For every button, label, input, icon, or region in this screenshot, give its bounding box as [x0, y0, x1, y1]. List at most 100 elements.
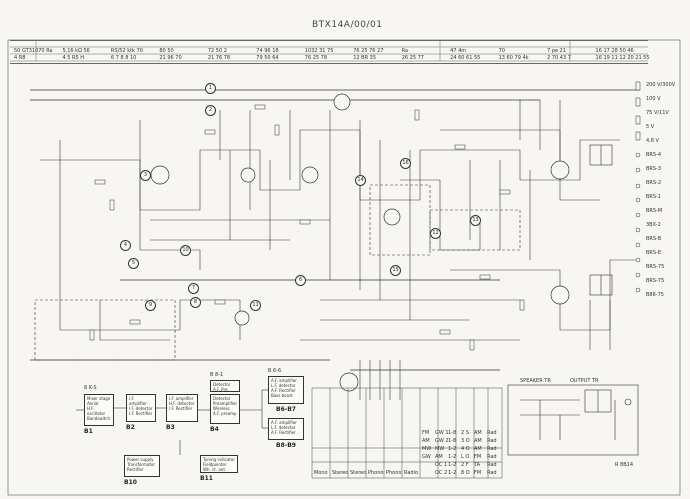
- node-marker: 14: [355, 175, 366, 186]
- node-marker: 5: [128, 258, 139, 269]
- table-cell: 4 O: [461, 446, 470, 452]
- node-marker: 4: [120, 240, 131, 251]
- block-connectors: [76, 389, 268, 455]
- node-marker: 11: [250, 300, 261, 311]
- table-cell: 1-8: [448, 430, 457, 436]
- table-cell: FM: [474, 470, 482, 476]
- table-header: Phono: [368, 470, 384, 476]
- hdr2-cell: 12 BR 35: [353, 55, 377, 61]
- right-label: 4.8 V: [646, 138, 659, 144]
- table-cell: TA: [474, 462, 481, 468]
- table-cell: OC 1: [435, 462, 448, 468]
- block-b4-label: B4: [210, 426, 219, 433]
- right-label: BRS-B: [646, 236, 662, 242]
- block-b2-label: B2: [126, 424, 135, 431]
- hdr1-cell: 74 96 18: [256, 48, 279, 54]
- block-b1-label: B1: [84, 428, 93, 435]
- switch-table-grid: [311, 387, 503, 479]
- block-sub-label-1: 8 K-S: [84, 385, 97, 391]
- block-sub-label-3: B 6-6: [268, 368, 282, 374]
- components: [89, 104, 525, 351]
- right-label: BRS-1: [646, 194, 662, 200]
- hdr1-cell: 50 GT31070 Ra: [14, 48, 53, 54]
- model-title: BTX14A/00/01: [312, 20, 383, 30]
- node-marker: 8: [190, 297, 201, 308]
- node-marker: 2: [205, 105, 216, 116]
- block-b3-label: B3: [166, 424, 175, 431]
- table-cell: AM: [422, 438, 430, 444]
- node-marker: 9: [145, 300, 156, 311]
- table-cell: L O: [461, 454, 470, 460]
- right-label: BRS-M: [646, 208, 663, 214]
- table-cell: GW: [422, 454, 431, 460]
- table-cell: Rad: [487, 438, 497, 444]
- hdr2-cell: 76 25 78: [304, 55, 328, 61]
- node-marker: 15: [390, 265, 401, 276]
- table-cell: AM: [435, 454, 443, 460]
- table-cell: AM: [474, 438, 482, 444]
- node-marker: 1: [205, 83, 216, 94]
- table-cell: 1-2: [448, 462, 457, 468]
- table-cell: AM: [474, 430, 482, 436]
- right-label: 200 V/300V: [646, 82, 676, 88]
- right-label: 3BX-2: [646, 222, 661, 228]
- table-cell: Rad: [487, 462, 497, 468]
- transformer-label-1: SPEAKER TR: [520, 378, 551, 384]
- table-cell: Rad: [487, 446, 497, 452]
- table-cell: GW 2: [435, 438, 449, 444]
- right-label: BRS-3: [646, 166, 662, 172]
- right-label: BRS-2: [646, 180, 662, 186]
- hdr1-cell: RS/52 ktk 70: [110, 48, 143, 54]
- right-label: BRS-75: [646, 278, 665, 284]
- hdr2-cell: 2 70 43 7: [547, 55, 571, 61]
- node-marker: 6: [295, 275, 306, 286]
- hdr1-cell: 70: [498, 48, 505, 54]
- hdr2-cell: 79 50 64: [256, 55, 279, 61]
- drawing-number: R 8B14: [615, 462, 634, 468]
- node-marker: 10: [180, 245, 191, 256]
- table-cell: Rad: [487, 470, 497, 476]
- hdr1-cell: 72 50 2: [207, 48, 227, 54]
- table-cell: MW: [435, 446, 445, 452]
- table-header: Phono: [386, 470, 402, 476]
- table-cell: Rad: [487, 430, 497, 436]
- supply-rails: [30, 89, 640, 371]
- hdr2-cell: 24 60 61 55: [450, 55, 481, 61]
- hdr2-cell: 21 96 70: [159, 55, 182, 61]
- table-cell: 8 O: [461, 470, 470, 476]
- table-cell: FM: [474, 454, 482, 460]
- node-marker: 16: [400, 158, 411, 169]
- hdr2-cell: 13 60 79 4k: [498, 55, 529, 61]
- table-cell: GW 1: [435, 430, 449, 436]
- output-terminals: [635, 81, 641, 293]
- header-grid: [10, 40, 648, 62]
- right-label: BRS-4: [646, 152, 662, 158]
- table-cell: 2 S: [461, 430, 469, 436]
- table-header: Stereo: [350, 470, 367, 476]
- hdr2-cell: 26 25 77: [401, 55, 424, 61]
- block-sub-label-2: B 8-1: [210, 372, 224, 378]
- hdr1-cell: 5,16 kΩ 56: [62, 48, 90, 54]
- hdr1-cell: Ra: [401, 48, 409, 54]
- node-marker: 12: [430, 228, 441, 239]
- hdr2-cell: 4 R8: [14, 55, 26, 61]
- right-label: BRS-E: [646, 250, 662, 256]
- table-cell: AM: [474, 446, 482, 452]
- table-cell: 1-2: [448, 454, 457, 460]
- valves: [150, 93, 570, 392]
- right-label: 75 V/11V: [646, 110, 669, 116]
- table-header: Mono: [314, 470, 328, 476]
- table-header: Stereo: [332, 470, 349, 476]
- table-cell: 1-2: [448, 470, 457, 476]
- hdr1-cell: 47 4m: [450, 48, 467, 54]
- hdr2-cell: 6 7 8 8 10: [110, 55, 137, 61]
- node-marker: 3: [140, 170, 151, 181]
- table-cell: 1-2: [448, 446, 457, 452]
- block-b11-label: B11: [200, 475, 213, 482]
